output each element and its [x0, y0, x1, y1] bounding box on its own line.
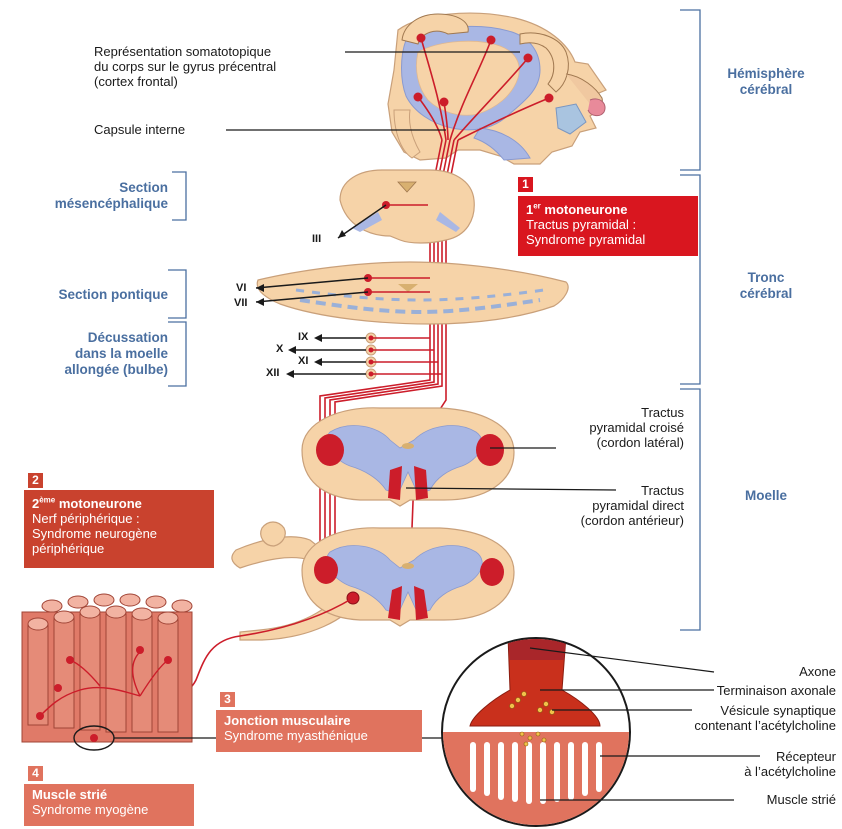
axon-label: Axone [640, 664, 836, 679]
second-motoneuron-box: 2ème motoneurone Nerf périphérique : Syn… [24, 490, 214, 568]
nerve-vi-label: VI [236, 282, 246, 294]
second-motoneuron-line3: périphérique [32, 541, 206, 556]
first-motoneuron-number-badge: 1 [518, 177, 533, 192]
nerve-x-label: X [276, 343, 283, 355]
medulla-nuclei [286, 333, 442, 379]
muscle-box: Muscle strié Syndrome myogène [24, 784, 194, 826]
nerve-vii-label: VII [234, 297, 247, 309]
nerve-xi-label: XI [298, 355, 308, 367]
first-motoneuron-line1: Tractus pyramidal : [526, 217, 690, 232]
second-motoneuron-title: 2ème motoneurone [32, 493, 206, 511]
muscle-number-badge: 4 [28, 766, 43, 781]
first-motoneuron-box: 1er motoneurone Tractus pyramidal : Synd… [518, 196, 698, 256]
pontine-section-label: Section pontique [4, 287, 168, 303]
upper-spinal-cord-section [302, 408, 514, 506]
crossed-tract-label: Tractus pyramidal croisé (cordon latéral… [520, 405, 684, 450]
pontine-section [256, 262, 568, 324]
brainstem-region-label: Tronc cérébral [706, 270, 826, 302]
nerve-xii-label: XII [266, 367, 279, 379]
junction-line1: Syndrome myasthénique [224, 728, 414, 743]
mesencephalic-section-label: Section mésencéphalique [20, 180, 168, 212]
direct-tract-label: Tractus pyramidal direct (cordon antérie… [520, 483, 684, 528]
first-motoneuron-title: 1er motoneurone [526, 199, 690, 217]
nerve-iii-label: III [312, 233, 321, 245]
first-motoneuron-line2: Syndrome pyramidal [526, 232, 690, 247]
junction-number-badge: 3 [220, 692, 235, 707]
internal-capsule-label: Capsule interne [94, 122, 185, 137]
second-motoneuron-number-badge: 2 [28, 473, 43, 488]
synaptic-vesicle-label: Vésicule synaptique contenant l’acétylch… [620, 703, 836, 733]
brain-illustration [388, 13, 606, 164]
second-motoneuron-line2: Syndrome neurogène [32, 526, 206, 541]
striated-muscle-label: Muscle strié [640, 792, 836, 807]
spinal-cord-region-label: Moelle [706, 488, 826, 504]
decussation-section-label: Décussation dans la moelle allongée (bul… [4, 330, 168, 378]
hemisphere-region-label: Hémisphère cérébral [706, 66, 826, 98]
nerve-ix-label: IX [298, 331, 308, 343]
second-motoneuron-line1: Nerf périphérique : [32, 511, 206, 526]
muscle-line1: Syndrome myogène [32, 802, 186, 817]
junction-box: Jonction musculaire Syndrome myasthéniqu… [216, 710, 422, 752]
muscle-title: Muscle strié [32, 787, 186, 802]
junction-title: Jonction musculaire [224, 713, 414, 728]
axon-terminal-label: Terminaison axonale [640, 683, 836, 698]
somatotopic-label: Représentation somatotopique du corps su… [94, 44, 276, 89]
acetylcholine-receptor-label: Récepteur à l’acétylcholine [640, 749, 836, 779]
mesencephalic-section [338, 170, 474, 243]
